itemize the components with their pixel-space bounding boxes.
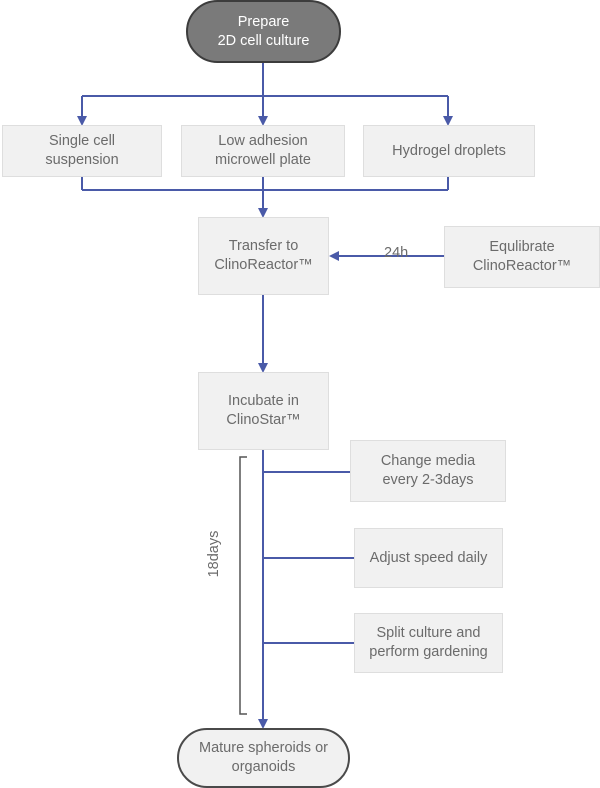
equilibrate-time-label: 24h [384, 245, 409, 261]
step-split-culture: Split culture and perform gardening [354, 613, 503, 673]
method-hydrogel: Hydrogel droplets [363, 125, 535, 177]
method-microwell: Low adhesion microwell plate [181, 125, 345, 177]
end-node: Mature spheroids or organoids [177, 728, 350, 788]
transfer-node: Transfer to ClinoReactor™ [198, 217, 329, 295]
equilibrate-node: Equlibrate ClinoReactor™ [444, 226, 600, 288]
transfer-label: Transfer to ClinoReactor™ [214, 238, 313, 273]
method-single-cell: Single cell suspension [2, 125, 162, 177]
step-adjust-speed: Adjust speed daily [354, 528, 503, 588]
method-label: Single cell suspension [45, 133, 119, 168]
incubate-label: Incubate in ClinoStar™ [226, 393, 301, 428]
start-node: Prepare 2D cell culture [186, 0, 341, 63]
equilibrate-label: Equlibrate ClinoReactor™ [472, 239, 572, 274]
incubate-node: Incubate in ClinoStar™ [198, 372, 329, 450]
step-label: Change media every 2-3days [380, 453, 476, 488]
start-label: Prepare 2D cell culture [217, 13, 310, 49]
duration-label: 18days [206, 530, 222, 578]
end-label: Mature spheroids or organoids [199, 740, 328, 775]
step-change-media: Change media every 2-3days [350, 440, 506, 502]
method-label: Hydrogel droplets [392, 142, 506, 159]
step-label: Adjust speed daily [369, 549, 488, 566]
duration-bracket [239, 456, 247, 715]
method-label: Low adhesion microwell plate [215, 133, 311, 168]
step-label: Split culture and perform gardening [369, 625, 488, 660]
